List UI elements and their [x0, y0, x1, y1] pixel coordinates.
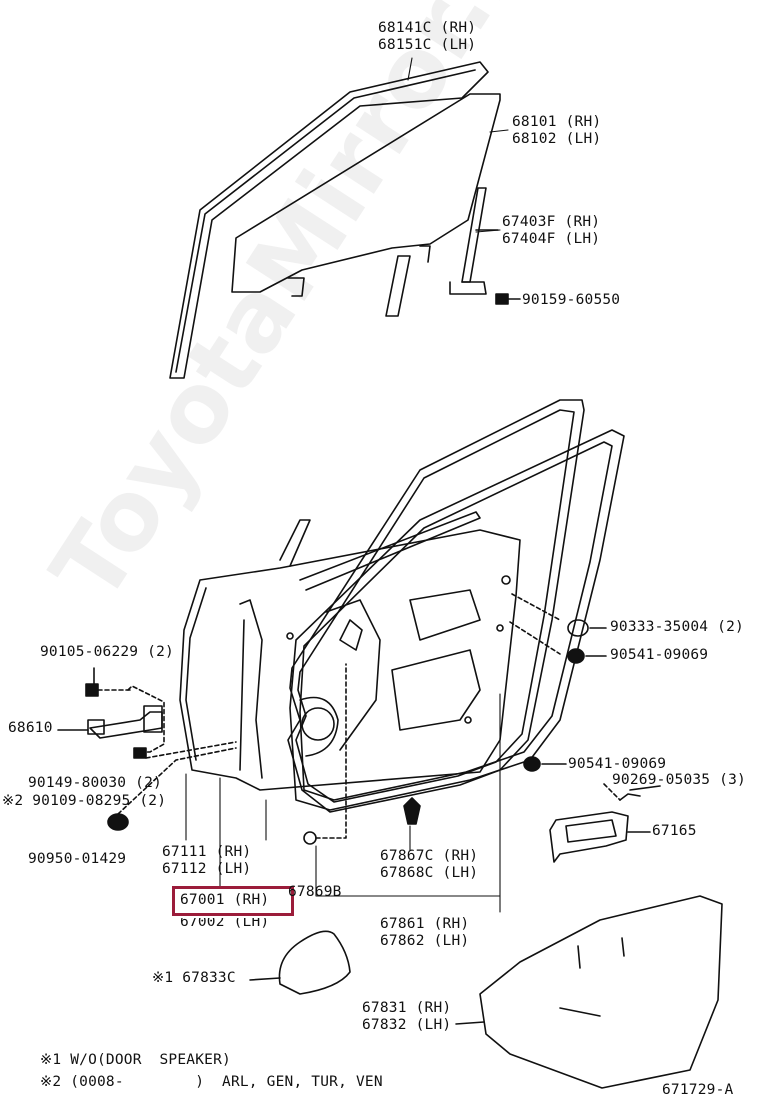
callout-90541-upper: 90541-09069: [610, 647, 709, 663]
figure-id: 671729-A: [662, 1082, 734, 1098]
part-highlight-box: [172, 886, 294, 916]
speaker-cover-67833c: [249, 930, 351, 995]
hole-plug-90541-lower: [523, 756, 567, 772]
plug-90950: [107, 747, 237, 831]
door-check: [57, 685, 165, 753]
bolt-90149: [133, 741, 237, 759]
service-hole-cover-67831: [455, 895, 723, 1089]
door-opening-trim: [289, 429, 625, 811]
hole-plug-90541-upper: [509, 621, 607, 664]
screw-67869b: [303, 663, 347, 845]
speaker-bracket-67165: [549, 811, 651, 863]
bolt-90159: [495, 293, 521, 305]
callout-67869b: 67869B: [288, 884, 342, 900]
clip-67867c: [403, 797, 421, 825]
glass-guide-rail: [385, 255, 411, 317]
leader-lines: [185, 57, 509, 913]
door-weatherstrip: [287, 399, 585, 813]
footnote-1: ※1 W/O(DOOR SPEAKER): [40, 1052, 231, 1068]
footnote-2: ※2 (0008- ) ARL, GEN, TUR, VEN: [40, 1074, 383, 1090]
callout-90541-lower: 90541-09069: [568, 756, 667, 772]
callout-90109: ※2 90109-08295 (2): [2, 793, 167, 809]
callout-67001: 67001 (RH): [180, 892, 270, 908]
callout-68141c: 68141C (RH) 68151C (LH): [378, 20, 477, 53]
callout-67165: 67165: [652, 823, 697, 839]
callout-67002: 67002 (LH): [180, 914, 270, 930]
door-panel: [179, 511, 521, 791]
callout-90159: 90159-60550: [522, 292, 621, 308]
hole-plug-90333: [511, 593, 607, 637]
callout-67403f: 67403F (RH) 67404F (LH): [502, 214, 601, 247]
callout-67867c: 67867C (RH) 67868C (LH): [380, 848, 479, 881]
callout-67111: 67111 (RH) 67112 (LH): [162, 844, 252, 877]
callout-90269: 90269-05035 (3): [612, 772, 746, 788]
callout-68101: 68101 (RH) 68102 (LH): [512, 114, 602, 147]
callout-90333: 90333-35004 (2): [610, 619, 744, 635]
callout-90950: 90950-01429: [28, 851, 127, 867]
callout-67861: 67861 (RH) 67862 (LH): [380, 916, 470, 949]
callout-90149: 90149-80030 (2): [28, 775, 162, 791]
door-glass: [231, 93, 501, 297]
screw-90269: [603, 783, 661, 801]
rear-lower-frame: [449, 187, 499, 295]
callout-90105: 90105-06229 (2): [40, 644, 174, 660]
bolt-90105: [85, 667, 133, 697]
callout-67833c: ※1 67833C: [152, 970, 236, 986]
callout-67831: 67831 (RH) 67832 (LH): [362, 1000, 452, 1033]
callout-68610: 68610: [8, 720, 53, 736]
glass-run-channel: [169, 61, 489, 379]
